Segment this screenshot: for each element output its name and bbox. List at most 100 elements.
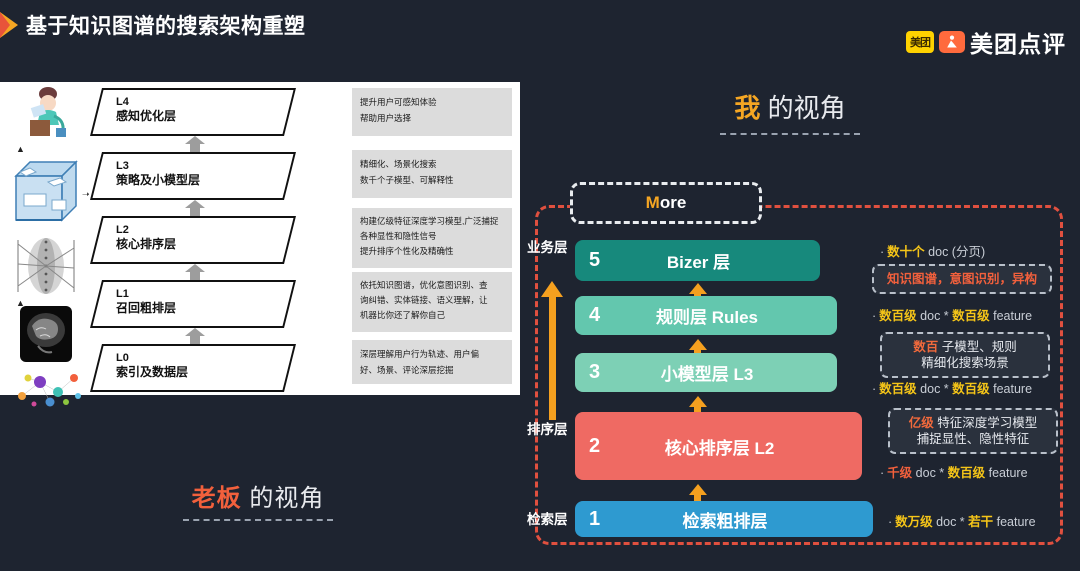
more-box-m: M: [645, 193, 660, 212]
bullet: ·: [880, 466, 885, 480]
callout-highlight: 数百: [913, 340, 939, 354]
note-l1: 依托知识图谱，优化意图识别、查 询纠错、实体链接、语义理解，让 机器比你还了解你…: [352, 272, 512, 332]
up-arrow-tail: [694, 405, 701, 413]
ann-part: 数十个: [887, 245, 925, 259]
layer-box-retrieval[interactable]: 1 检索粗排层: [575, 501, 873, 537]
ann-part: feature: [985, 466, 1028, 480]
up-arrow-tail: [694, 292, 701, 299]
note-l0: 深层理解用户行为轨迹、用户偏 好、场景、评论深层挖掘: [352, 340, 512, 384]
note-line: 提升用户可感知体验: [360, 97, 437, 107]
note-line: 构建亿级特征深度学习模型,广泛捕捉: [360, 216, 499, 226]
note-line: 各种显性和隐性信号: [360, 231, 437, 241]
ann-part: 千级: [887, 466, 913, 480]
layer-box-small-model[interactable]: 3 小模型层 L3: [575, 353, 837, 392]
my-view-highlight: 我: [734, 93, 761, 123]
page-header: 基于知识图谱的搜索架构重塑 美团 美团点评: [0, 0, 1080, 62]
up-arrow-icon: [689, 339, 707, 350]
annotation-retrieval-scale: ·数万级 doc * 若干 feature: [888, 511, 1036, 530]
layer-name: 感知优化层: [116, 109, 177, 123]
architecture-boundary: [535, 205, 1063, 545]
ann-part: 数百级: [952, 309, 990, 323]
meituan-badge: 美团: [906, 31, 934, 53]
layer-label: 检索粗排层: [682, 511, 768, 531]
up-arrow-icon: [184, 328, 206, 349]
up-arrow-icon: [184, 136, 206, 157]
note-line: 依托知识图谱，优化意图识别、查: [360, 280, 488, 290]
annotation-doc-count: ·数十个 doc (分页): [880, 241, 985, 260]
note-l3: 精细化、场景化搜索 数千个子模型、可解释性: [352, 150, 512, 198]
layer-label: 规则层 Rules: [655, 308, 759, 327]
my-view-caption: 我 的视角: [640, 88, 940, 135]
ann-part: 数百级: [879, 382, 917, 396]
up-arrow-icon: [184, 200, 206, 221]
note-line: 深层理解用户行为轨迹、用户偏: [360, 349, 480, 359]
layer-label: 小模型层 L3: [660, 365, 754, 384]
up-arrow-icon: ▲: [16, 144, 25, 154]
layer-stack: L4 感知优化层 L3 策略及小模型层 L2 核心排序层: [90, 86, 326, 392]
callout-line2: 精细化搜索场景: [921, 356, 1009, 370]
side-label-business: 业务层: [527, 240, 568, 255]
side-label-retrieval: 检索层: [527, 512, 568, 527]
callout-knowledge-graph: 知识图谱，意图识别，异构: [872, 264, 1052, 294]
thumbnail-column: ▲ ➝: [4, 82, 90, 407]
layer-number: 3: [589, 361, 601, 383]
layer-number: 1: [589, 507, 601, 530]
bullet: ·: [880, 245, 885, 259]
boss-view-caption: 老板 的视角: [148, 478, 368, 521]
up-arrow-tail: [694, 348, 701, 354]
blue-cube-boxes-icon: [10, 154, 82, 232]
ann-part: doc *: [932, 515, 969, 529]
callout-rest: 特征深度学习模型: [933, 416, 1038, 430]
note-line: 提升排序个性化及精确性: [360, 246, 454, 256]
up-arrow-icon: [689, 283, 707, 294]
callout-rest: 子模型、规则: [938, 340, 1017, 354]
up-arrow-icon: [689, 484, 707, 495]
person-at-desk-icon: [10, 86, 82, 144]
note-line: 数千个子模型、可解释性: [360, 175, 454, 185]
right-arrow-icon: ➝: [82, 189, 90, 199]
layer-box-core-ranking[interactable]: 2 核心排序层 L2: [575, 412, 862, 480]
layer-number: 5: [589, 249, 601, 271]
knowledge-graph-nodes-icon: [10, 366, 82, 410]
ann-part: (分页): [951, 245, 986, 259]
layer-box-rules[interactable]: 4 规则层 Rules: [575, 296, 837, 335]
callout-line1: 数百 子模型、规则: [892, 339, 1038, 355]
my-view-rest: 的视角: [767, 93, 846, 123]
layer-box-bizer[interactable]: 5 Bizer 层: [575, 240, 820, 281]
callout-line2: 捕捉显性、隐性特征: [916, 432, 1030, 446]
left-architecture-panel: ▲ ➝: [0, 82, 520, 407]
brain-xray-icon: [10, 306, 82, 362]
callout-line1: 亿级 特征深度学习模型: [900, 415, 1046, 431]
more-box-rest: ore: [659, 193, 687, 212]
annotation-small-model-scale: ·数百级 doc * 数百级 feature: [872, 378, 1032, 397]
ann-part: 数百级: [879, 309, 917, 323]
up-arrow-icon: [184, 264, 206, 285]
annotation-core-ranking-scale: ·千级 doc * 数百级 feature: [880, 462, 1028, 481]
ann-part: 数百级: [952, 382, 990, 396]
up-arrow-tail: [694, 493, 701, 501]
up-arrow-icon: [689, 396, 707, 407]
note-line: 帮助用户选择: [360, 113, 412, 123]
header-marker-inner-icon: [0, 12, 10, 38]
annotation-rules-scale: ·数百级 doc * 数百级 feature: [872, 305, 1032, 324]
ann-part: feature: [989, 382, 1033, 396]
layer-label: Bizer 层: [666, 253, 731, 272]
layer-code: L3: [116, 160, 129, 172]
note-line: 好、场景、评论深层挖掘: [360, 365, 454, 375]
layer-label: 核心排序层 L2: [664, 438, 775, 458]
callout-highlight: 亿级: [908, 416, 934, 430]
ann-part: doc *: [912, 466, 948, 480]
callout-line: 知识图谱，意图识别，异构: [886, 272, 1037, 286]
neural-network-mesh-icon: [10, 234, 82, 298]
side-label-ranking: 排序层: [527, 422, 568, 437]
logo-text: 美团点评: [970, 31, 1066, 57]
note-l2: 构建亿级特征深度学习模型,广泛捕捉 各种显性和隐性信号 提升排序个性化及精确性: [352, 208, 512, 268]
ann-part: feature: [993, 515, 1036, 529]
ann-part: 数万级: [895, 515, 933, 529]
callout-deep-model: 亿级 特征深度学习模型 捕捉显性、隐性特征: [888, 408, 1058, 454]
layer-number: 2: [589, 434, 601, 457]
ann-part: doc *: [916, 309, 953, 323]
layer-code: L4: [116, 96, 129, 108]
bullet: ·: [872, 309, 877, 323]
note-line: 询纠错、实体链接、语义理解，让: [360, 295, 488, 305]
